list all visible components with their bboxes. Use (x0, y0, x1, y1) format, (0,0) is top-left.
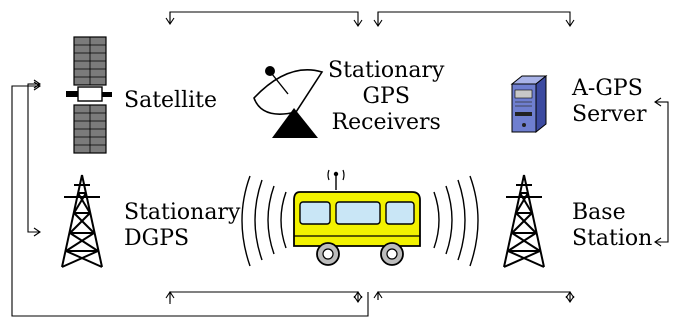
connector-lines (11, 11, 669, 317)
base-station-label-line-1: Base (572, 200, 626, 225)
base-station-label: Base Station (572, 200, 652, 252)
gps-receivers-label: Stationary GPS Receivers (328, 58, 444, 136)
radio-tower-icon (503, 174, 545, 268)
dgps-label-line-2: DGPS (124, 226, 190, 251)
dgps-label: Stationary DGPS (124, 200, 240, 252)
gps-receivers-label-line-3: Receivers (331, 110, 441, 135)
gps-receivers-label-line-1: Stationary (328, 58, 445, 83)
satellite-dish-icon (253, 66, 324, 138)
arrow-bottom-right (377, 291, 575, 303)
bus-icon (241, 169, 479, 267)
arrow-right-loop (654, 101, 669, 247)
satellite-label: Satellite (124, 88, 217, 114)
arrow-bottom-left (169, 291, 363, 304)
base-station-label-line-2: Station (572, 226, 653, 251)
signal-waves-icon (241, 175, 479, 267)
arrow-outer-loop (11, 81, 369, 317)
server-icon (510, 74, 548, 134)
arrow-left-loop (27, 83, 41, 237)
radio-tower-icon (61, 174, 103, 268)
arrow-top-left (169, 11, 363, 27)
agps-server-label-line-2: Server (572, 102, 647, 127)
satellite-label-line-1: Satellite (124, 88, 218, 113)
arrow-top-right (377, 11, 575, 27)
agps-server-label-line-1: A-GPS (572, 76, 643, 101)
gps-receivers-label-line-2: GPS (362, 84, 410, 109)
satellite-icon (66, 36, 112, 154)
dgps-label-line-1: Stationary (124, 200, 241, 225)
agps-server-label: A-GPS Server (572, 76, 647, 128)
